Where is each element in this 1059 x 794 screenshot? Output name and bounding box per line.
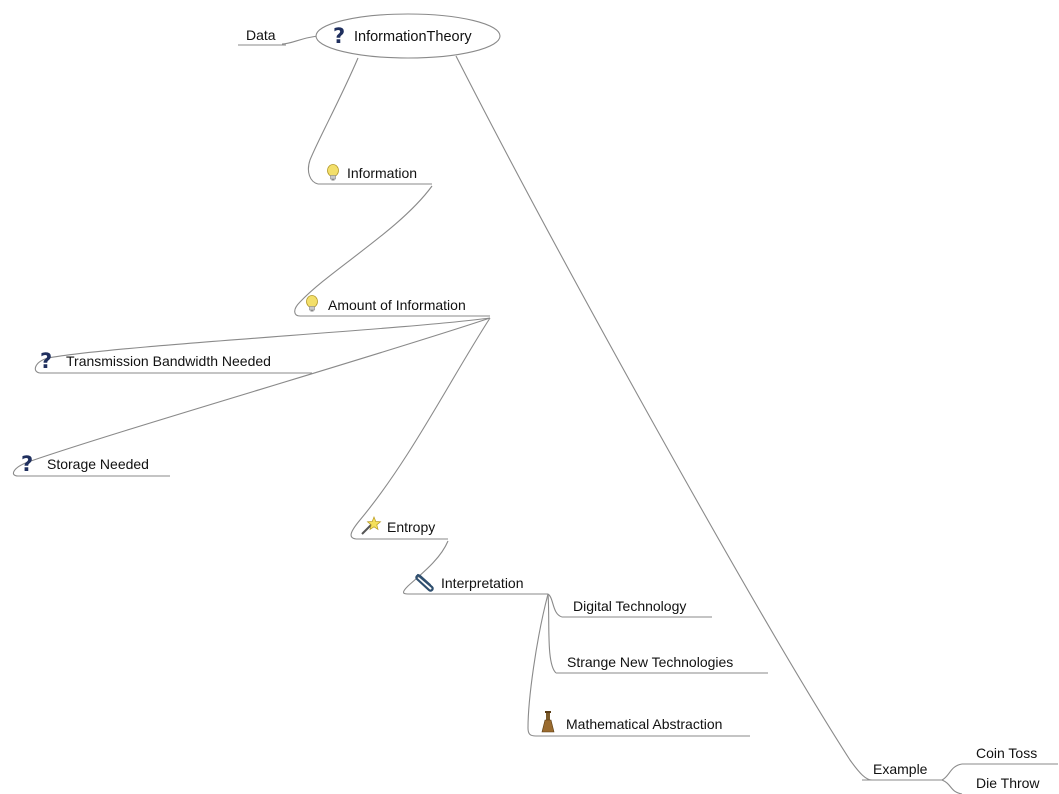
node-strange-new-technologies[interactable]: Strange New Technologies — [567, 654, 733, 670]
node-entropy[interactable]: Entropy — [361, 516, 435, 535]
edge-amount-storage — [12, 317, 491, 477]
node-storage-needed[interactable]: ? Storage Needed — [21, 452, 149, 476]
mindmap-edges — [12, 35, 1058, 794]
node-data-label: Data — [246, 27, 276, 43]
node-transmission-bandwidth-needed[interactable]: ? Transmission Bandwidth Needed — [40, 349, 271, 373]
edge-amount-transmission — [34, 317, 491, 374]
lightbulb-icon — [327, 164, 339, 181]
lightbulb-icon — [306, 295, 318, 312]
root-label: InformationTheory — [354, 29, 472, 45]
edge-interpretation-strange — [547, 593, 557, 674]
node-interpretation[interactable]: Interpretation — [415, 573, 524, 592]
root-node[interactable]: ? InformationTheory — [315, 13, 501, 59]
edge-interpretation-math — [527, 593, 549, 737]
edge-information-amount — [294, 185, 433, 317]
paperclip-icon — [415, 573, 434, 592]
edge-root-data — [281, 35, 319, 45]
question-icon: ? — [21, 452, 33, 476]
node-information-label: Information — [347, 165, 417, 181]
magic-wand-icon — [361, 516, 382, 535]
node-information[interactable]: Information — [327, 164, 418, 182]
node-digital-technology[interactable]: Digital Technology — [573, 598, 686, 614]
node-storage-label: Storage Needed — [47, 456, 149, 472]
edge-interpretation-digital — [547, 593, 563, 618]
node-digital-label: Digital Technology — [573, 598, 686, 614]
node-example[interactable]: Example — [873, 761, 928, 777]
edge-example-diethrow — [941, 779, 963, 794]
node-coin-toss[interactable]: Coin Toss — [976, 745, 1037, 761]
question-icon: ? — [40, 349, 52, 373]
root-oval — [315, 13, 501, 59]
node-transmission-label: Transmission Bandwidth Needed — [66, 353, 271, 369]
node-entropy-label: Entropy — [387, 519, 435, 535]
node-mathematical-abstraction[interactable]: Mathematical Abstraction — [541, 711, 722, 733]
node-strange-label: Strange New Technologies — [567, 654, 733, 670]
edge-root-information — [307, 57, 359, 185]
node-data[interactable]: Data — [246, 27, 276, 43]
node-interpretation-label: Interpretation — [441, 575, 524, 591]
question-icon: ? — [333, 24, 345, 48]
node-math-label: Mathematical Abstraction — [566, 716, 722, 732]
flask-icon — [541, 711, 555, 733]
edge-example-cointoss — [941, 763, 963, 781]
node-amount-label: Amount of Information — [328, 297, 466, 313]
edge-amount-entropy — [350, 317, 491, 540]
node-cointoss-label: Coin Toss — [976, 745, 1037, 761]
node-amount-of-information[interactable]: Amount of Information — [306, 295, 466, 314]
node-die-throw[interactable]: Die Throw — [976, 775, 1040, 791]
node-diethrow-label: Die Throw — [976, 775, 1040, 791]
node-example-label: Example — [873, 761, 928, 777]
edge-entropy-interpretation — [402, 540, 449, 595]
edge-root-example — [455, 55, 873, 781]
